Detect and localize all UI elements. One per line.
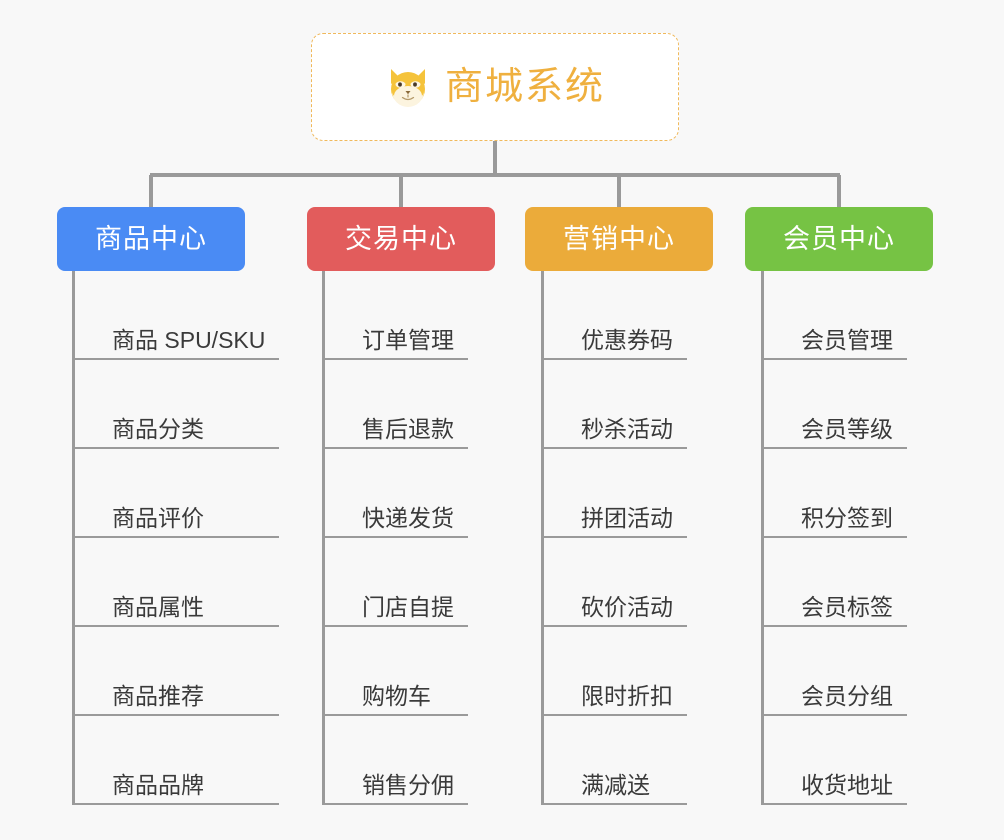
category-label-2: 交易中心 [345, 223, 457, 254]
leaf-label: 限时折扣 [581, 682, 673, 709]
dog-face-icon [385, 64, 431, 110]
leaf-label: 售后退款 [362, 415, 454, 442]
leaf-label: 会员标签 [801, 593, 893, 620]
connector-horizontal-bus [150, 173, 840, 177]
leaf-label: 会员管理 [801, 326, 893, 353]
branch-spine-4 [761, 271, 764, 805]
leaf-label: 优惠券码 [581, 326, 673, 353]
branch-column-1: 商品 SPU/SKU 商品分类 商品评价 商品属性 商品推荐 商品品牌 [72, 271, 280, 805]
leaf-item[interactable]: 商品属性 [72, 538, 280, 627]
category-node-4[interactable]: 会员中心 [745, 207, 933, 271]
leaf-label: 收货地址 [801, 771, 893, 798]
category-node-2[interactable]: 交易中心 [307, 207, 495, 271]
branch-spine-3 [541, 271, 544, 805]
leaf-label: 会员分组 [801, 682, 893, 709]
leaf-item[interactable]: 订单管理 [322, 271, 468, 360]
connector-drop-2 [399, 175, 403, 209]
leaf-item[interactable]: 商品 SPU/SKU [72, 271, 280, 360]
leaf-item[interactable]: 商品品牌 [72, 716, 280, 805]
leaf-item[interactable]: 销售分佣 [322, 716, 468, 805]
leaf-item[interactable]: 会员分组 [761, 627, 907, 716]
leaf-label: 满减送 [581, 771, 650, 798]
leaf-label: 商品 SPU/SKU [112, 326, 266, 353]
branch-column-2: 订单管理 售后退款 快递发货 门店自提 购物车 销售分佣 [322, 271, 468, 805]
leaf-label: 商品推荐 [112, 682, 204, 709]
leaf-item[interactable]: 会员等级 [761, 360, 907, 449]
branch-column-4: 会员管理 会员等级 积分签到 会员标签 会员分组 收货地址 [761, 271, 907, 805]
leaf-label: 订单管理 [362, 326, 454, 353]
category-node-1[interactable]: 商品中心 [57, 207, 245, 271]
leaf-label: 销售分佣 [362, 771, 454, 798]
leaf-item[interactable]: 商品分类 [72, 360, 280, 449]
leaf-label: 商品属性 [112, 593, 204, 620]
leaf-label: 快递发货 [362, 504, 454, 531]
leaf-item[interactable]: 售后退款 [322, 360, 468, 449]
leaf-item[interactable]: 优惠券码 [541, 271, 687, 360]
leaf-item[interactable]: 商品推荐 [72, 627, 280, 716]
connector-drop-4 [837, 175, 841, 209]
leaf-label: 会员等级 [801, 415, 893, 442]
category-label-1: 商品中心 [95, 223, 207, 254]
category-label-3: 营销中心 [563, 223, 675, 254]
leaf-item[interactable]: 满减送 [541, 716, 687, 805]
leaf-label: 商品评价 [112, 504, 204, 531]
leaf-item[interactable]: 砍价活动 [541, 538, 687, 627]
leaf-item[interactable]: 会员标签 [761, 538, 907, 627]
leaf-item[interactable]: 购物车 [322, 627, 468, 716]
leaf-item[interactable]: 拼团活动 [541, 449, 687, 538]
leaf-item[interactable]: 积分签到 [761, 449, 907, 538]
category-node-3[interactable]: 营销中心 [525, 207, 713, 271]
branch-column-3: 优惠券码 秒杀活动 拼团活动 砍价活动 限时折扣 满减送 [541, 271, 687, 805]
leaf-item[interactable]: 门店自提 [322, 538, 468, 627]
leaf-item[interactable]: 秒杀活动 [541, 360, 687, 449]
leaf-label: 门店自提 [362, 593, 454, 620]
leaf-label: 砍价活动 [581, 593, 673, 620]
leaf-label: 购物车 [362, 682, 431, 709]
connector-drop-1 [149, 175, 153, 209]
root-node[interactable]: 商城系统 [311, 33, 679, 141]
leaf-item[interactable]: 会员管理 [761, 271, 907, 360]
leaf-label: 积分签到 [801, 504, 893, 531]
root-title: 商城系统 [444, 66, 605, 108]
branch-spine-1 [72, 271, 75, 805]
connector-drop-3 [617, 175, 621, 209]
leaf-label: 拼团活动 [581, 504, 673, 531]
leaf-item[interactable]: 快递发货 [322, 449, 468, 538]
leaf-label: 商品品牌 [112, 771, 204, 798]
leaf-item[interactable]: 限时折扣 [541, 627, 687, 716]
branch-spine-2 [322, 271, 325, 805]
leaf-item[interactable]: 商品评价 [72, 449, 280, 538]
leaf-item[interactable]: 收货地址 [761, 716, 907, 805]
connector-root-stem [493, 141, 497, 175]
leaf-label: 秒杀活动 [581, 415, 673, 442]
category-label-4: 会员中心 [783, 223, 895, 254]
leaf-label: 商品分类 [112, 415, 204, 442]
